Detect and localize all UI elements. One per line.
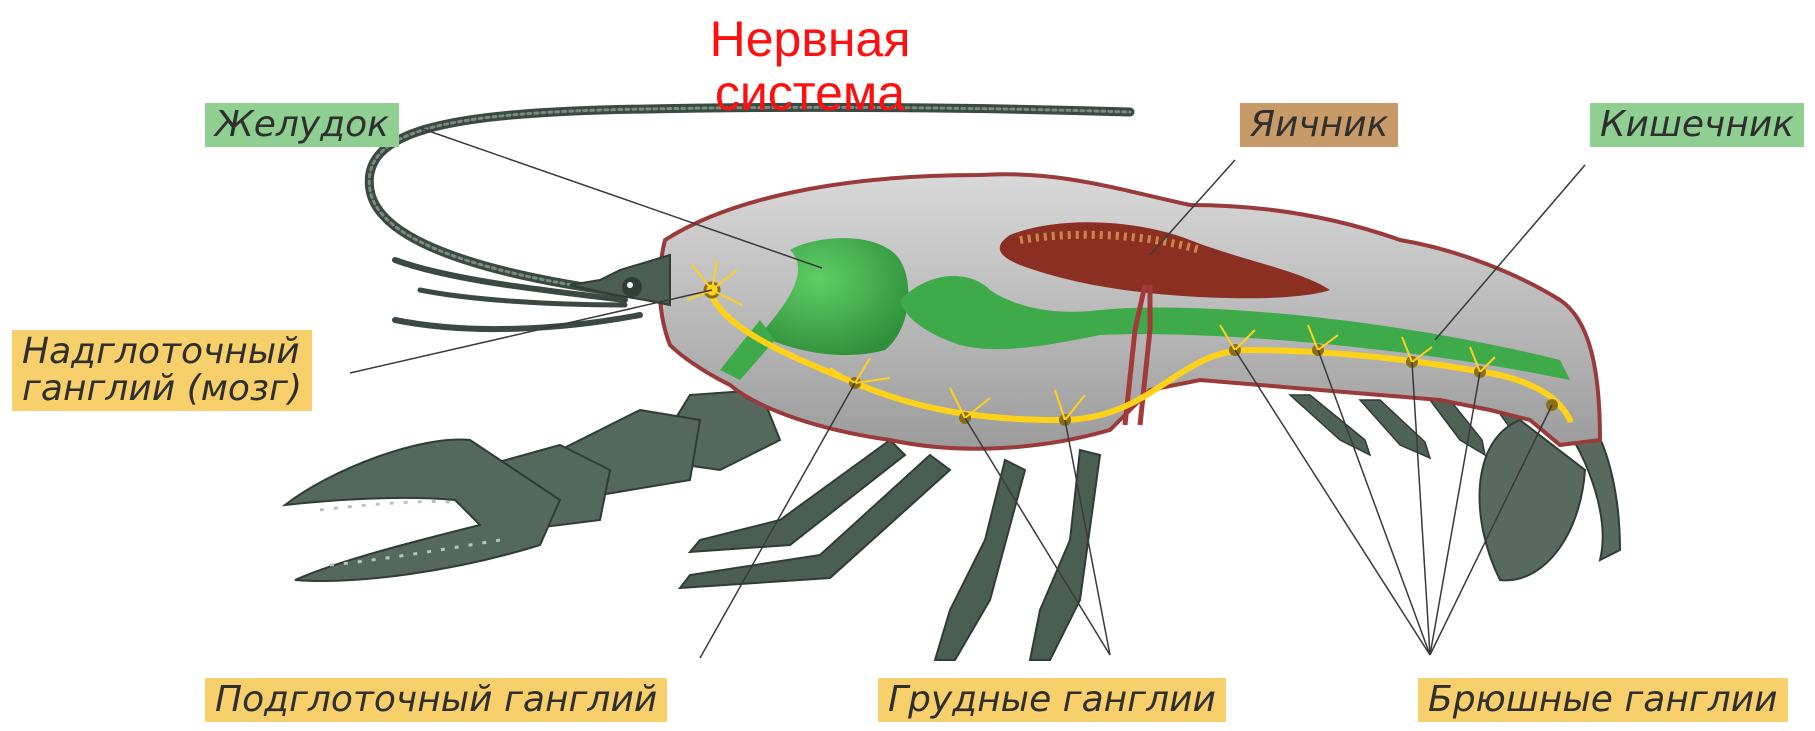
label-supraesophageal-line-1: Надглоточный (22, 334, 302, 371)
label-intestine: Кишечник (1590, 103, 1804, 147)
label-supraesophageal-line-2: ганглий (мозг) (22, 371, 302, 408)
label-supraesophageal-ganglion: Надглоточный ганглий (мозг) (12, 330, 312, 411)
walking-legs (680, 440, 1100, 660)
label-abdominal-ganglia: Брюшные ганглии (1418, 678, 1788, 722)
label-thoracic-ganglia: Грудные ганглии (878, 678, 1226, 722)
label-ovary: Яичник (1240, 103, 1398, 147)
title-line-1: Нервная (695, 12, 925, 66)
claw (285, 390, 780, 581)
tail-fan (1480, 420, 1620, 580)
label-stomach: Желудок (205, 103, 399, 147)
diagram-title: Нервная система (695, 12, 925, 120)
abdominal-leader-3 (1412, 362, 1430, 655)
title-line-2: система (695, 66, 925, 120)
label-subesophageal-ganglion: Подглоточный ганглий (205, 678, 667, 722)
